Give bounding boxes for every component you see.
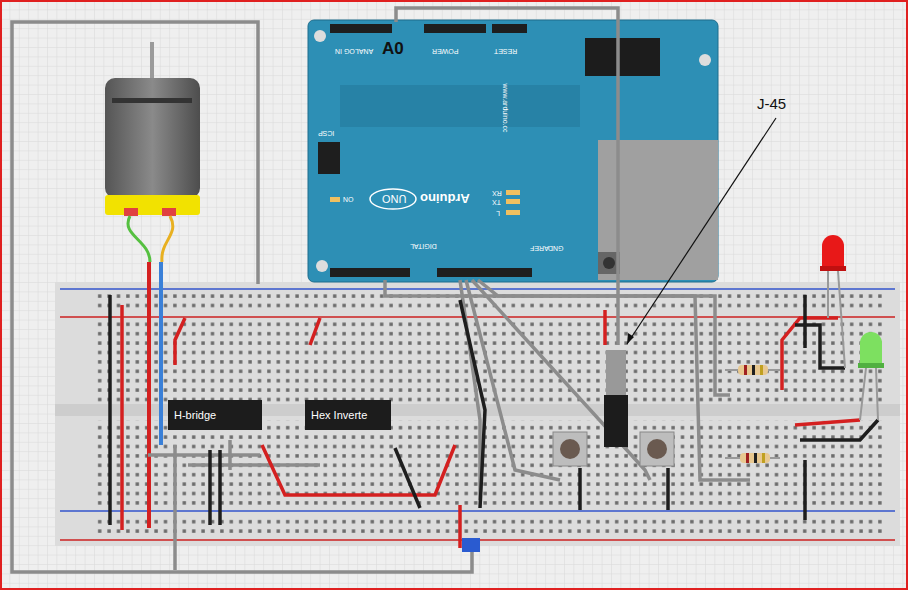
- board-model: UNO: [382, 193, 406, 204]
- pin-name: A0: [382, 40, 404, 57]
- board-url: www.arduino.cc: [502, 84, 509, 133]
- pin-name: GND: [548, 245, 564, 252]
- pin-name: AREF: [530, 245, 549, 252]
- header-label: RESET: [494, 48, 517, 55]
- callout-label: J-45: [757, 96, 786, 111]
- chip-label: H-bridge: [174, 409, 216, 421]
- ic-chip: H-bridge: [168, 400, 262, 430]
- header-label: ICSP: [318, 130, 334, 137]
- led-label: ON: [343, 196, 354, 203]
- header-label: DIGITAL: [410, 243, 437, 250]
- header-label: ANALOG IN: [335, 48, 373, 55]
- header-label: POWER: [432, 48, 458, 55]
- led-label: L: [496, 210, 500, 217]
- board-brand: Arduino: [420, 192, 470, 205]
- led-label: RX: [492, 190, 502, 197]
- chip-label: Hex Inverte: [311, 409, 367, 421]
- led-label: TX: [492, 199, 501, 206]
- ic-chip: Hex Inverte: [305, 400, 391, 430]
